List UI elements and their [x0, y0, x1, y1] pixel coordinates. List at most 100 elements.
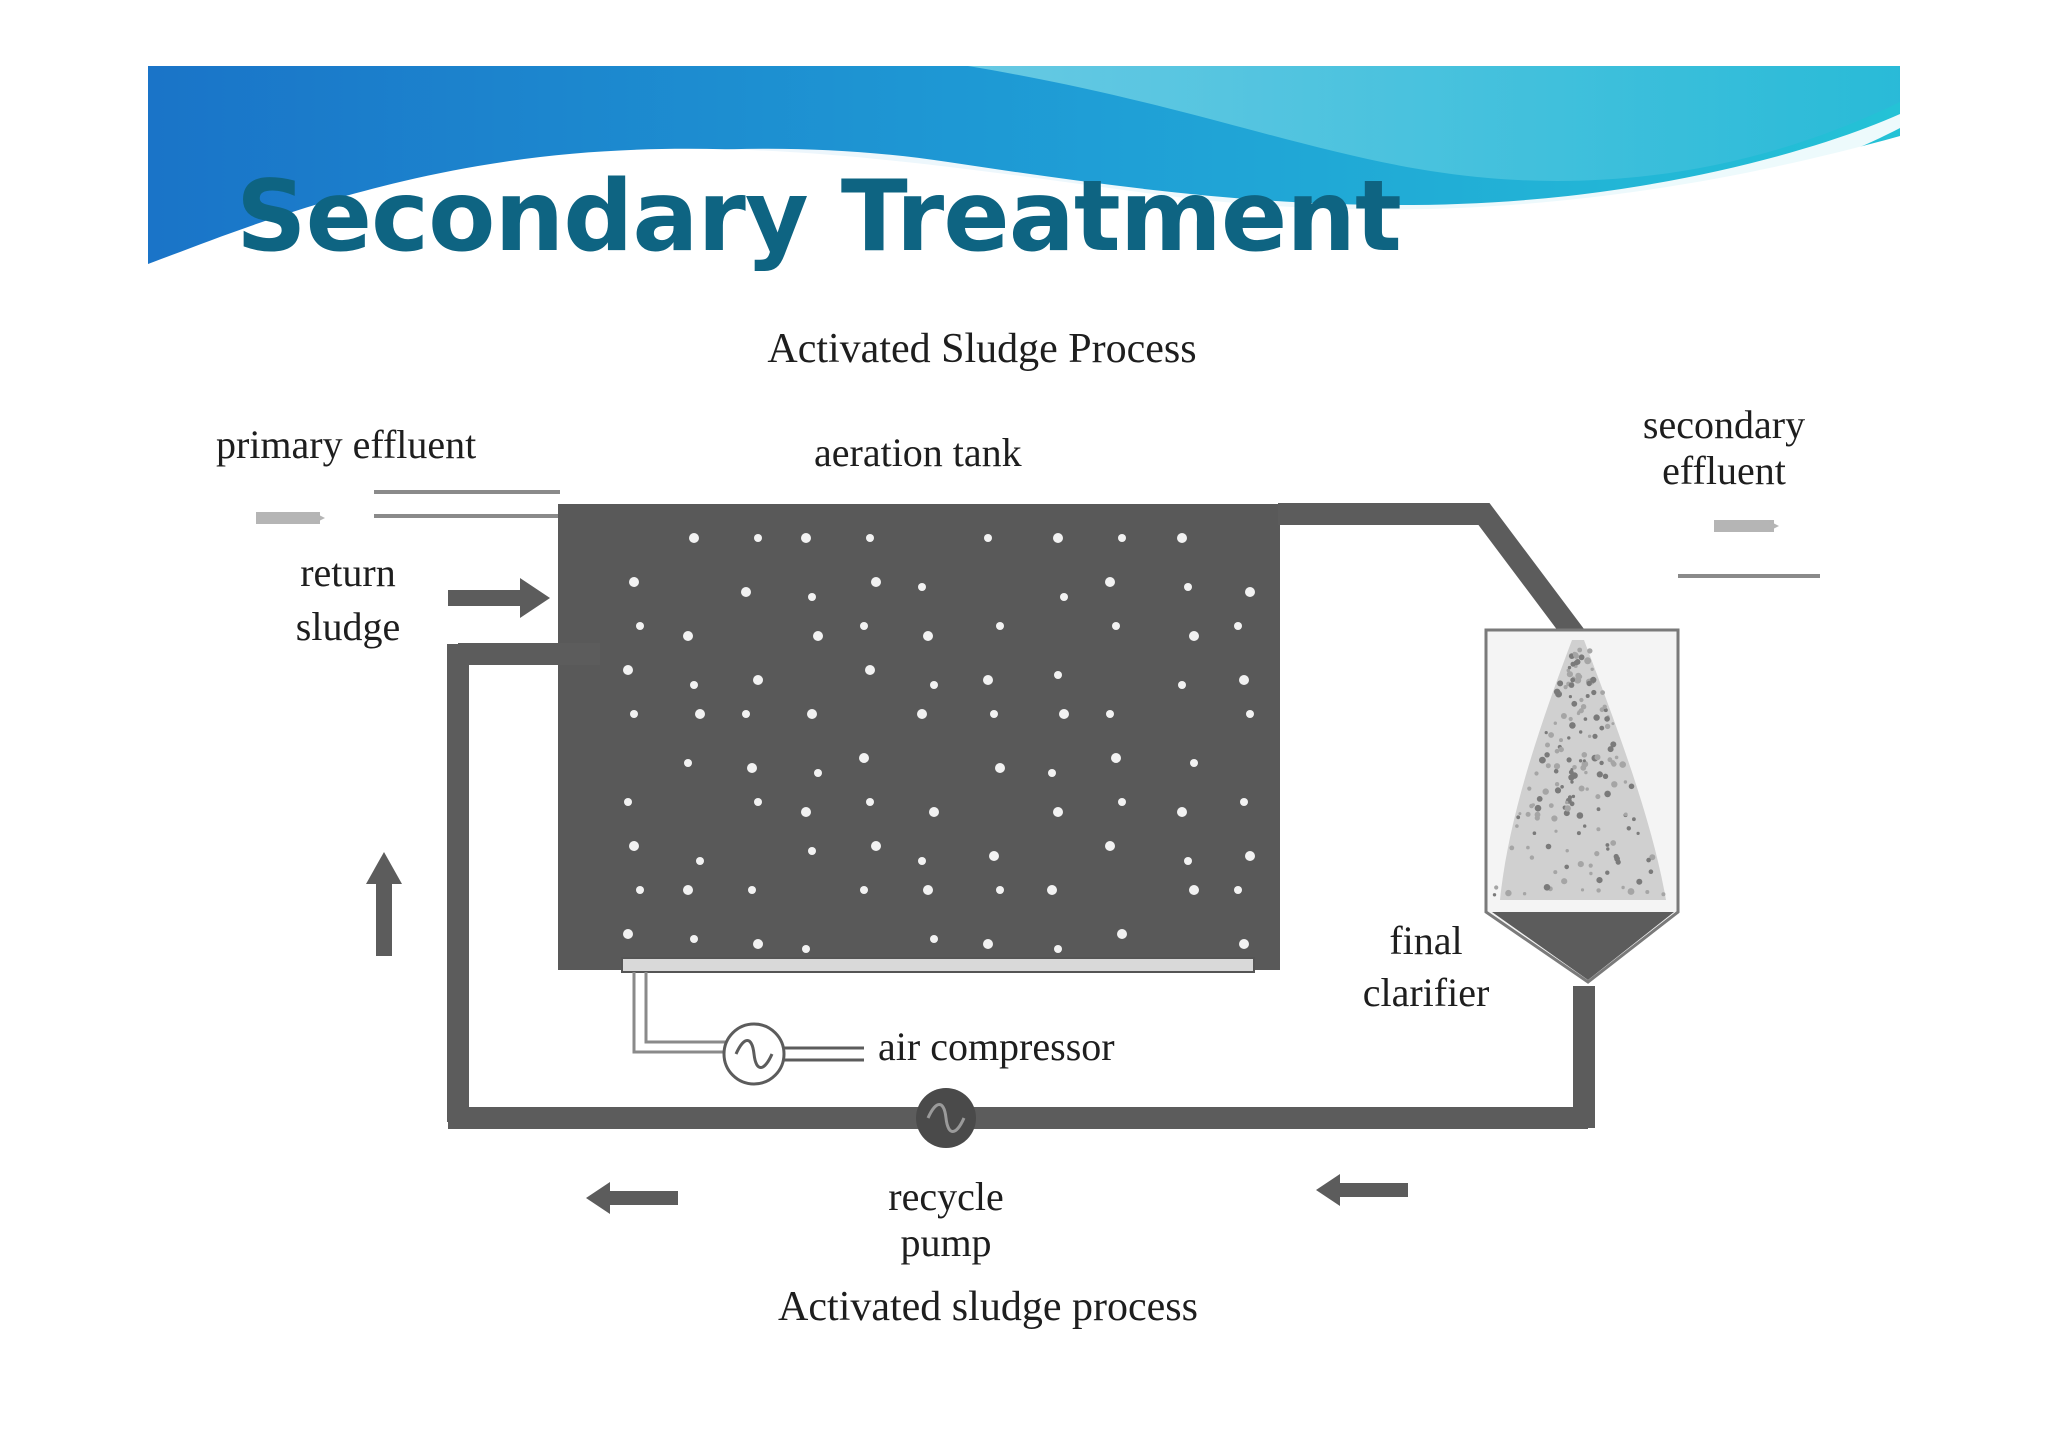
sludge-particle	[1571, 794, 1576, 799]
sludge-particle	[1602, 704, 1607, 709]
air-bubble	[923, 631, 933, 641]
sludge-particle	[1579, 730, 1583, 734]
sludge-particle	[1564, 805, 1571, 812]
air-bubble	[1239, 675, 1249, 685]
sludge-particle	[1604, 723, 1611, 730]
air-bubbles	[623, 533, 1255, 953]
air-bubble	[1105, 577, 1115, 587]
air-bubble	[1111, 753, 1121, 763]
sludge-particle	[1648, 869, 1654, 874]
air-bubble	[1234, 622, 1242, 630]
sludge-particle	[1531, 803, 1536, 807]
sludge-particle	[1614, 755, 1619, 760]
air-bubble	[1245, 851, 1255, 861]
air-bubble	[690, 681, 698, 689]
air-bubble	[1246, 710, 1254, 718]
wave-white	[258, 114, 1900, 248]
sludge-particle	[1594, 851, 1600, 857]
sludge-particle	[1595, 794, 1601, 800]
sludge-particle	[1632, 817, 1636, 822]
air-bubble	[918, 583, 926, 591]
air-bubble	[623, 665, 633, 675]
sludge-particle	[1611, 722, 1615, 726]
sludge-particle	[1576, 812, 1584, 819]
air-bubble	[930, 681, 938, 689]
air-diffuser	[621, 957, 1255, 973]
sludge-particle	[1610, 760, 1616, 765]
sludge-particle	[1554, 829, 1558, 833]
sludge-particle	[1596, 877, 1603, 884]
air-bubble	[748, 886, 756, 894]
sludge-particle	[1577, 647, 1583, 653]
sludge-particle	[1649, 854, 1656, 861]
sludge-particle	[1584, 657, 1592, 665]
sludge-particle	[1578, 785, 1585, 792]
label-primary-effluent: primary effluent	[216, 422, 476, 467]
pump-wave	[926, 1103, 966, 1133]
sludge-particle	[1568, 769, 1574, 775]
sludge-particle	[1594, 754, 1601, 761]
sludge-particle	[1566, 757, 1572, 763]
sludge-particle	[1610, 840, 1617, 846]
air-line	[632, 972, 730, 1054]
sludge-particle	[1599, 725, 1605, 731]
sludge-particle	[1636, 831, 1640, 836]
sludge-particle	[1568, 716, 1573, 722]
sludge-particle	[1596, 771, 1603, 778]
sludge-particle	[1606, 847, 1610, 851]
sludge-particle	[1577, 861, 1584, 868]
sludge-particle	[1509, 845, 1515, 851]
air-bubble	[689, 533, 699, 543]
air-bubble	[683, 885, 693, 895]
sludge-particle	[1646, 857, 1651, 863]
air-bubble	[1048, 769, 1056, 777]
sludge-particle	[1596, 888, 1601, 893]
sludge-particle	[1623, 812, 1628, 817]
sludge-particle	[1570, 661, 1576, 667]
diagram-heading: Activated Sludge Process	[767, 326, 1196, 372]
sludge-particle	[1564, 864, 1569, 870]
sludge-particle	[1605, 843, 1610, 847]
air-bubble	[1240, 798, 1248, 806]
flow-arrow-icon	[520, 578, 550, 618]
sludge-particle	[1569, 722, 1576, 729]
air-bubble	[990, 710, 998, 718]
wave-front	[968, 66, 1900, 181]
sludge-particle	[1626, 826, 1632, 831]
sludge-particle	[1604, 716, 1610, 722]
sludge-particle	[1584, 770, 1588, 775]
sludge-particle	[1571, 700, 1578, 707]
sludge-particle	[1596, 827, 1601, 832]
sludge-particle	[1565, 849, 1569, 853]
sludge-particle	[1580, 704, 1587, 710]
air-bubble	[629, 841, 639, 851]
air-bubble	[1060, 593, 1068, 601]
air-bubble	[917, 709, 927, 719]
air-bubble	[1118, 798, 1126, 806]
sludge-particle	[1534, 771, 1539, 776]
sludge-particle	[1553, 763, 1561, 770]
label-recycle: recycle	[888, 1174, 1003, 1219]
sludge-particle	[1590, 676, 1597, 683]
sludge-particle	[1570, 677, 1576, 683]
air-bubble	[1053, 807, 1063, 817]
air-bubble	[1047, 885, 1057, 895]
air-bubble	[1184, 857, 1192, 865]
sludge-particle	[1593, 714, 1600, 721]
air-bubble	[1189, 885, 1199, 895]
sludge-particle	[1560, 785, 1564, 789]
air-bubble	[684, 759, 692, 767]
sludge-particle	[1599, 760, 1604, 766]
air-bubble	[1177, 533, 1187, 543]
sludge-particle	[1587, 648, 1593, 654]
air-bubble	[923, 885, 933, 895]
sludge-particle	[1583, 717, 1588, 721]
sludge-particle	[1559, 738, 1563, 743]
aeration-tank-icon	[558, 504, 1280, 970]
sludge-particle	[1587, 734, 1592, 738]
label-secondary: secondary	[1643, 402, 1805, 447]
sludge-particle	[1572, 765, 1577, 770]
sludge-particle	[1602, 773, 1609, 779]
sludge-particle	[1551, 815, 1558, 822]
sludge-particle	[1611, 781, 1618, 788]
